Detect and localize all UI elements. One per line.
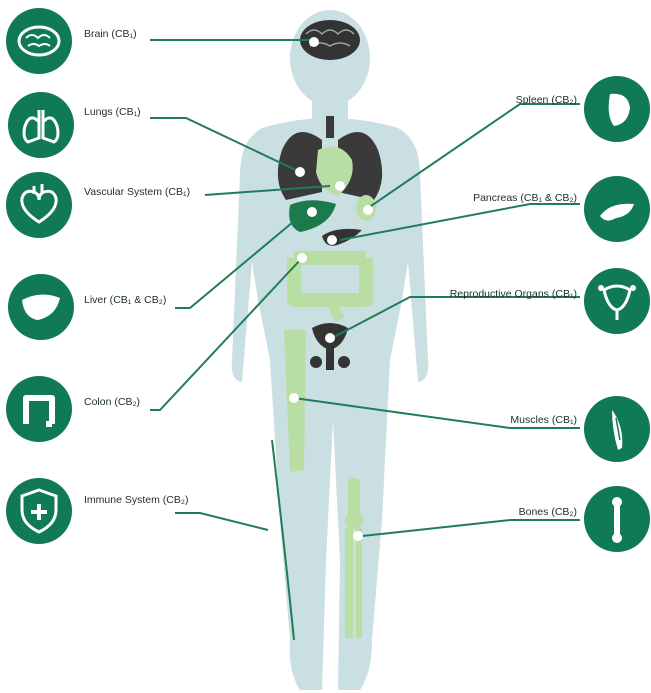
connector-immune bbox=[175, 513, 268, 530]
label-muscles: Muscles (CB₁) bbox=[510, 414, 577, 426]
label-vascular-system: Vascular System (CB₁) bbox=[84, 186, 190, 198]
shield-plus-icon bbox=[6, 478, 72, 544]
label-liver: Liver (CB₁ & CB₂) bbox=[84, 294, 166, 306]
colon-icon bbox=[6, 376, 72, 442]
label-reproductive-organs: Reproductive Organs (CB₁) bbox=[450, 288, 577, 300]
lungs-icon bbox=[8, 92, 74, 158]
label-bones: Bones (CB₂) bbox=[519, 506, 577, 518]
spleen-icon bbox=[584, 76, 650, 142]
uterus-icon bbox=[584, 268, 650, 334]
brain-icon bbox=[6, 8, 72, 74]
label-colon: Colon (CB₂) bbox=[84, 396, 140, 408]
label-brain: Brain (CB₁) bbox=[84, 28, 137, 40]
heart-icon bbox=[6, 172, 72, 238]
liver-icon bbox=[8, 274, 74, 340]
label-spleen: Spleen (CB₂) bbox=[516, 94, 577, 106]
bone-icon bbox=[584, 486, 650, 552]
label-lungs: Lungs (CB₁) bbox=[84, 106, 141, 118]
label-immune-system: Immune System (CB₂) bbox=[84, 494, 188, 506]
connector-bones bbox=[362, 520, 580, 536]
pancreas-icon bbox=[584, 176, 650, 242]
muscle-icon bbox=[584, 396, 650, 462]
label-pancreas: Pancreas (CB₁ & CB₂) bbox=[473, 192, 577, 204]
